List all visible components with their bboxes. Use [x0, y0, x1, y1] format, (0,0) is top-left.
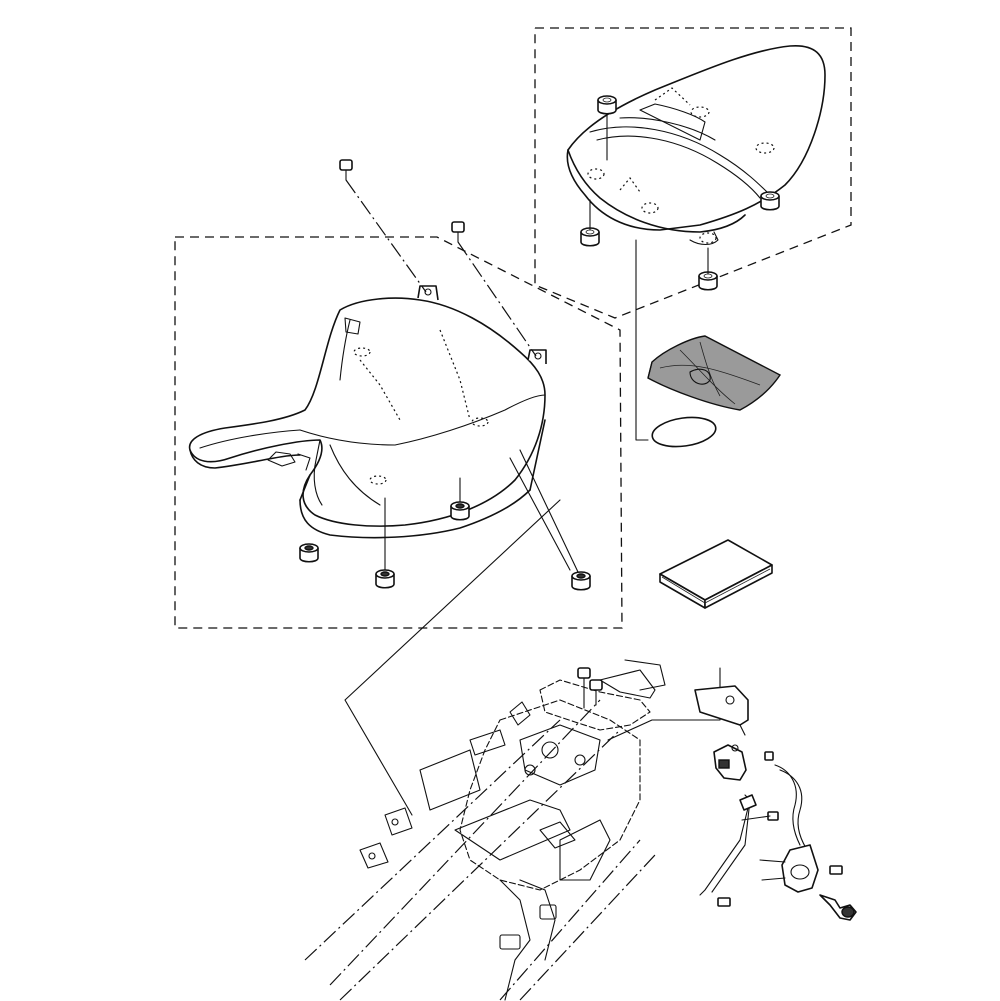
front-seat-bolt-2: [451, 221, 465, 243]
front-seat-damper-1: [450, 501, 470, 521]
front-seat-group-boundary: [174, 236, 623, 629]
seat-cover-bag-icon: [647, 335, 782, 411]
passenger-seat-icon: [566, 45, 826, 246]
rear-seat-damper-3: [760, 191, 780, 211]
rider-seat-icon: [188, 285, 547, 539]
rear-seat-damper-2: [580, 227, 600, 247]
front-seat-damper-4: [571, 571, 591, 591]
seat-lock-assembly-icon: [694, 685, 857, 921]
front-seat-bolt-1: [339, 159, 353, 181]
rear-frame-icon: [304, 659, 666, 1001]
front-seat-damper-3: [375, 569, 395, 589]
rear-seat-damper-4: [698, 271, 718, 291]
rubber-band-icon: [651, 416, 717, 448]
rear-seat-damper-1: [597, 95, 617, 115]
owners-manual-icon: [659, 539, 773, 609]
front-seat-damper-2: [299, 543, 319, 563]
rear-seat-group-boundary: [534, 27, 852, 319]
